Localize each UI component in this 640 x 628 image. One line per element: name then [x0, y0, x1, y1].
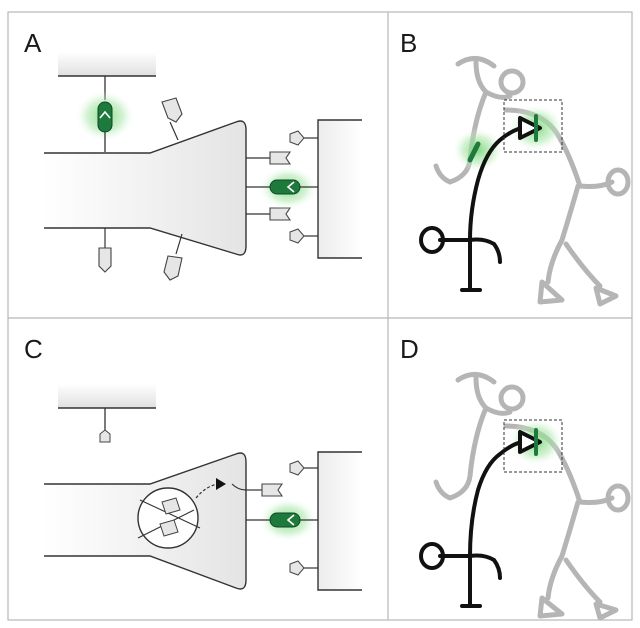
ligand-icon	[289, 560, 305, 576]
vesicle-icon	[137, 487, 201, 549]
panel-label-b: B	[400, 28, 417, 58]
panel-frame	[7, 11, 633, 621]
presynaptic-terminal	[44, 120, 247, 256]
black-neuron	[419, 430, 542, 608]
gray-receptor-icon	[269, 151, 292, 165]
panel-a: A	[24, 28, 362, 281]
gray-receptor-icon	[98, 228, 112, 273]
synaptic-receptors	[246, 151, 318, 221]
green-receptor-icon	[97, 101, 113, 133]
panel-b: B	[400, 28, 631, 307]
postsynaptic-cell	[289, 451, 362, 591]
ligand-icon	[289, 130, 305, 146]
panel-label-d: D	[400, 334, 419, 364]
panel-label-a: A	[24, 28, 42, 58]
arrow-icon	[195, 478, 226, 499]
panel-d: D	[400, 334, 631, 621]
gray-neuron	[433, 56, 631, 307]
postsynaptic-cell	[289, 119, 362, 259]
panel-label-c: C	[24, 334, 43, 364]
gray-receptor-icon	[261, 483, 284, 497]
ligand-icon	[99, 429, 111, 443]
green-receptor-icon	[269, 512, 301, 528]
top-cell	[58, 52, 156, 100]
top-cell	[58, 384, 156, 443]
panel-c: C	[24, 334, 362, 591]
green-receptor-icon	[269, 179, 301, 195]
black-neuron	[419, 116, 542, 292]
ligand-icon	[289, 460, 305, 476]
gray-neuron	[433, 372, 631, 621]
gray-receptor-icon	[163, 233, 183, 281]
green-segment-icon	[467, 141, 481, 163]
ligand-icon	[289, 228, 305, 244]
glow-icon	[452, 128, 504, 172]
synaptic-receptors	[231, 483, 318, 542]
gray-receptor-icon	[161, 97, 183, 141]
